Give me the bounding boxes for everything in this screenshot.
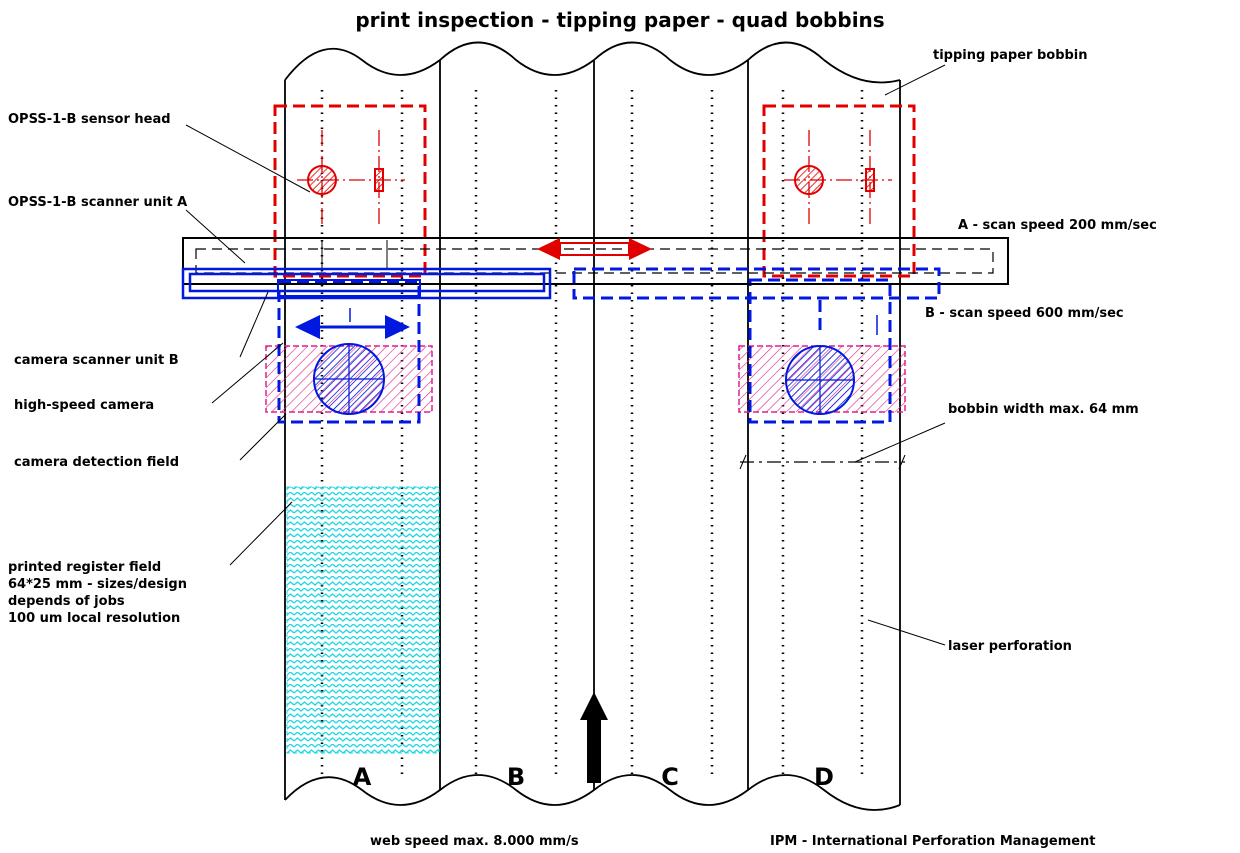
paper-web [284,41,901,811]
scanner-unit-a-bar [182,237,1009,285]
bobbin-labels: A B C D [353,763,834,791]
bobbin-width-dimension [739,454,906,470]
camera-head-d [748,278,892,424]
bobbin-label-a: A [353,763,372,791]
label-company: IPM - International Perforation Manageme… [770,834,1096,849]
sensor-head-a [273,104,427,278]
label-tipping-paper-bobbin: tipping paper bobbin [933,48,1088,63]
label-camera-detection-field: camera detection field [14,455,179,470]
label-scanner-unit-a: OPSS-1-B scanner unit A [8,195,187,210]
label-scan-speed-a: A - scan speed 200 mm/sec [958,218,1157,233]
web-top-edge [284,41,901,84]
bobbin-label-b: B [507,763,525,791]
bobbin-label-c: C [661,763,679,791]
scan-direction-arrow-a [537,238,652,260]
camera-head-a [277,280,421,424]
camera-scanner-unit-b-bar [181,267,941,300]
leader-lines [185,64,946,646]
label-laser-perforation: laser perforation [948,639,1072,654]
label-bobbin-width: bobbin width max. 64 mm [948,402,1139,417]
label-camera-scanner-unit-b: camera scanner unit B [14,353,179,368]
bobbin-label-d: D [814,763,834,791]
label-high-speed-camera: high-speed camera [14,398,154,413]
printed-register-field [286,486,440,754]
label-web-speed: web speed max. 8.000 mm/s [370,834,579,849]
label-scan-speed-b: B - scan speed 600 mm/sec [925,306,1124,321]
label-register-field-line-3: depends of jobs [8,594,125,609]
diagram-title: print inspection - tipping paper - quad … [355,8,884,32]
label-register-field-line-2: 64*25 mm - sizes/design [8,577,187,592]
label-register-field-line-4: 100 um local resolution [8,611,180,626]
web-direction-arrow [580,692,608,783]
label-sensor-head: OPSS-1-B sensor head [8,112,171,127]
sensor-head-d [762,104,916,278]
scan-direction-arrow-b [295,308,410,339]
label-register-field-line-1: printed register field [8,560,161,575]
